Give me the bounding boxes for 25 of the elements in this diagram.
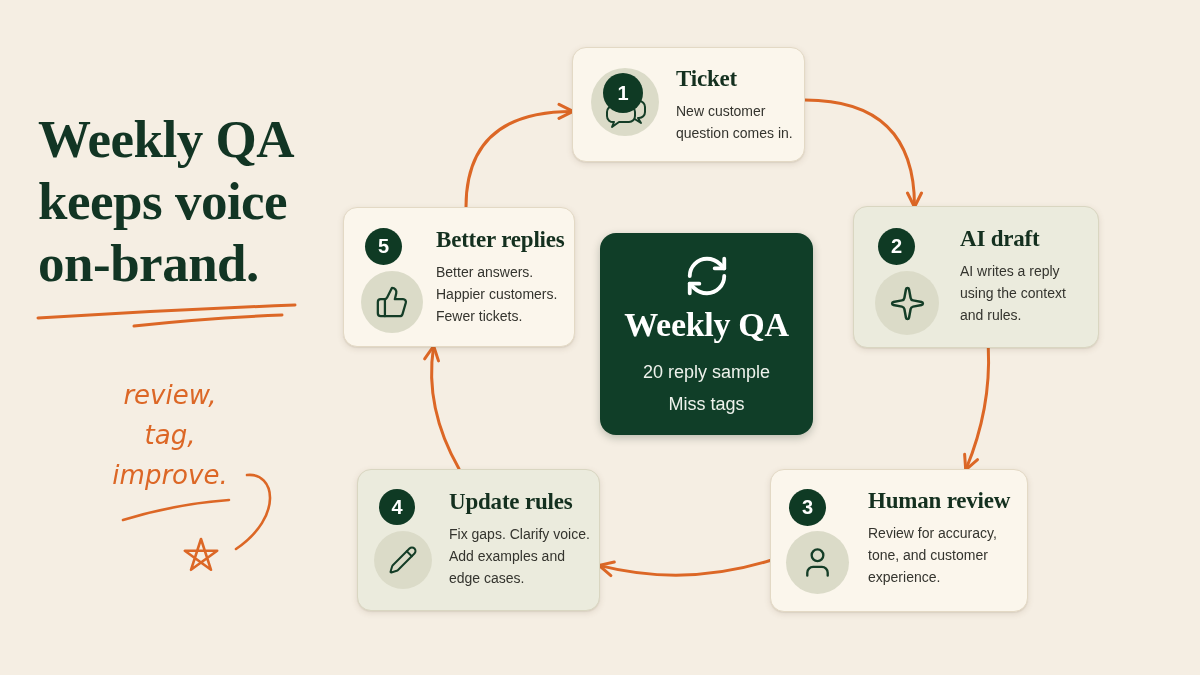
step-description: AI writes a reply using the context and rules. bbox=[960, 262, 1067, 325]
step-description: Review for accuracy, tone, and customer experience. bbox=[868, 524, 998, 587]
hub-panel bbox=[600, 233, 813, 435]
step-card bbox=[770, 469, 1028, 612]
step-title: Ticket bbox=[676, 65, 738, 93]
step-title: Human review bbox=[868, 487, 1012, 515]
step-number: 5 bbox=[365, 228, 402, 265]
step-number: 2 bbox=[878, 228, 915, 265]
hub-title: Weekly QA bbox=[624, 305, 789, 345]
handwritten-note: review, tag, improve. bbox=[111, 379, 229, 492]
step-title: AI draft bbox=[960, 225, 1041, 253]
hub-detail: Miss tags bbox=[668, 393, 745, 416]
headline: Weekly QA keeps voice on-brand. bbox=[38, 109, 293, 294]
step-number: 4 bbox=[379, 489, 415, 525]
step-description: Fix gaps. Clarify voice. Add examples and edge cases. bbox=[449, 525, 591, 588]
hub-detail: 20 reply sample bbox=[642, 361, 771, 384]
step-card bbox=[343, 207, 575, 347]
step-card bbox=[853, 206, 1099, 348]
step-card bbox=[572, 47, 805, 162]
step-title: Better replies bbox=[436, 226, 566, 254]
step-description: New customer question comes in. bbox=[676, 102, 794, 143]
step-title: Update rules bbox=[449, 488, 574, 516]
step-card bbox=[357, 469, 600, 611]
step-number: 3 bbox=[789, 489, 826, 526]
step-description: Better answers. Happier customers. Fewer tickets. bbox=[436, 263, 559, 326]
